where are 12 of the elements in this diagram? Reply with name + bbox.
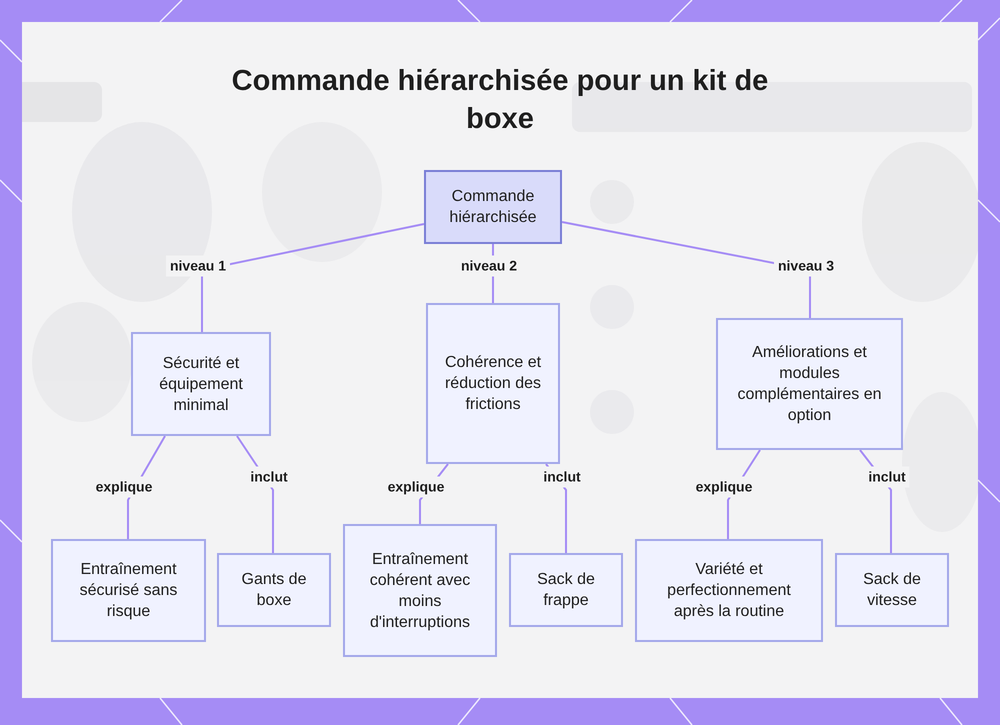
- concept-box: Sack de vitesse: [835, 553, 949, 627]
- concept-box: Entraînement cohérent avec moins d'interruptions: [343, 524, 497, 657]
- concept-box: Sack de frappe: [509, 553, 623, 627]
- concept-box: Sécurité et équipement minimal: [131, 332, 271, 436]
- concept-box: Variété et perfectionnement après la routine: [635, 539, 823, 642]
- root-box: Commande hiérarchisée: [424, 170, 562, 244]
- concept-box: Entraînement sécurisé sans risque: [51, 539, 206, 642]
- concept-box: Améliorations et modules complémentaires en option: [716, 318, 903, 450]
- concept-box: Gants de boxe: [217, 553, 331, 627]
- title: Commande hiérarchisée pour un kit de boxe: [230, 64, 770, 137]
- edge-label: niveau 1: [166, 256, 230, 276]
- concept-box: Cohérence et réduction des frictions: [426, 303, 560, 464]
